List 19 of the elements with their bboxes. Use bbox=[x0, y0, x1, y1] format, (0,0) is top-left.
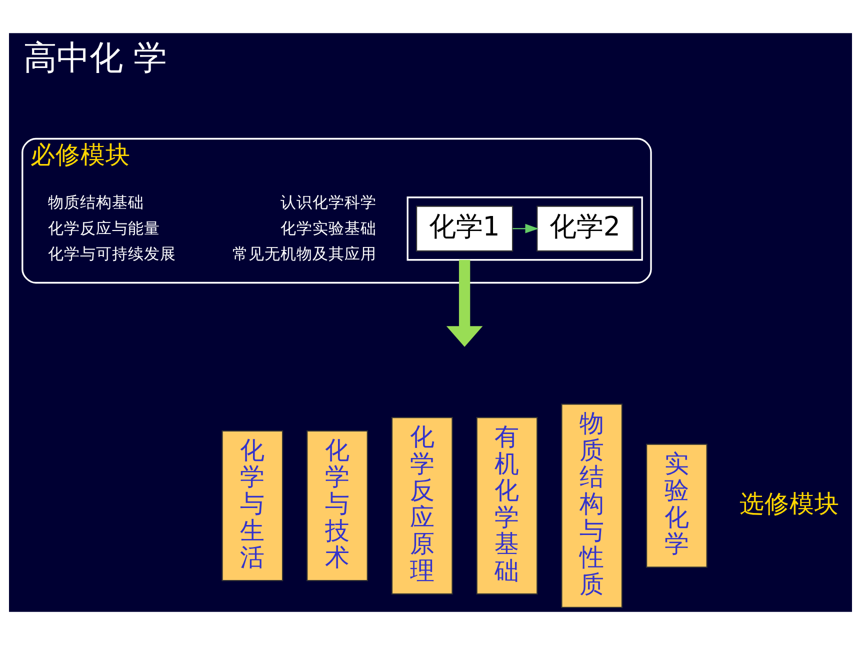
cluster bbox=[406, 196, 642, 261]
node-box: 有机化学基础 bbox=[476, 417, 538, 595]
node-box: 实验化学 bbox=[646, 444, 707, 568]
node-label: 认识化学科学 bbox=[280, 192, 376, 212]
node-label: 化学实验基础 bbox=[280, 218, 376, 238]
label: 选修模块 bbox=[738, 489, 839, 518]
node-box: 化学与生活 bbox=[221, 430, 283, 582]
arrow bbox=[446, 260, 482, 347]
node-box: 化学与技术 bbox=[306, 430, 368, 582]
node-box: 物质结构与性质 bbox=[560, 404, 622, 608]
node-label: 化学与可持续发展 bbox=[48, 244, 176, 263]
node-box: 化学1 bbox=[415, 206, 513, 252]
node-label: 化学反应与能量 bbox=[48, 218, 160, 238]
node-label: 常见无机物及其应用 bbox=[232, 244, 376, 263]
diagram-title: 高中化 学 bbox=[23, 38, 166, 77]
node-label: 物质结构基础 bbox=[48, 192, 144, 212]
node-box: 化学2 bbox=[536, 206, 634, 252]
node-box: 化学反应原理 bbox=[390, 417, 452, 595]
arrow bbox=[512, 224, 538, 234]
